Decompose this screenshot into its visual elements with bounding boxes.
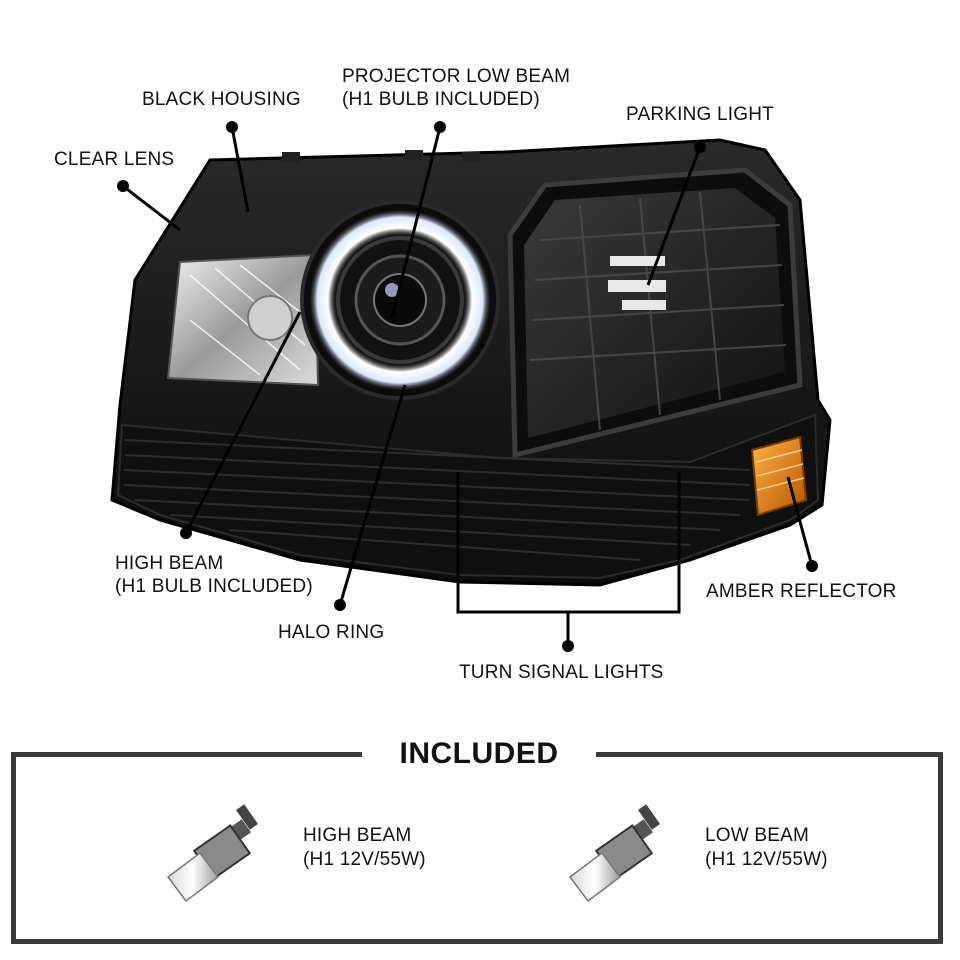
label-high-beam-line2: (H1 BULB INCLUDED): [115, 576, 313, 597]
included-title: INCLUDED: [362, 732, 596, 776]
included-item-high-beam: HIGH BEAM (H1 12V/55W): [303, 824, 426, 872]
label-projector-low-beam: PROJECTOR LOW BEAM (H1 BULB INCLUDED): [342, 65, 570, 111]
included-item-low-beam-spec: (H1 12V/55W): [705, 849, 828, 870]
included-item-high-beam-name: HIGH BEAM: [303, 825, 412, 846]
label-halo-ring: HALO RING: [278, 622, 385, 643]
callout-dots: [117, 121, 818, 652]
included-item-low-beam-name: LOW BEAM: [705, 825, 810, 846]
label-parking-light: PARKING LIGHT: [626, 104, 774, 125]
label-high-beam-line1: HIGH BEAM: [115, 553, 224, 574]
included-item-high-beam-spec: (H1 12V/55W): [303, 849, 426, 870]
bulb-icon-low: [568, 804, 660, 903]
label-turn-signal-lights: TURN SIGNAL LIGHTS: [459, 662, 664, 683]
projector-halo: [300, 200, 500, 400]
label-high-beam: HIGH BEAM (H1 BULB INCLUDED): [115, 552, 313, 598]
included-item-low-beam: LOW BEAM (H1 12V/55W): [705, 824, 828, 872]
parking-light: [507, 167, 803, 459]
bulb-icon-high: [166, 804, 258, 903]
label-black-housing: BLACK HOUSING: [142, 89, 301, 110]
label-projector-low-beam-line1: PROJECTOR LOW BEAM: [342, 66, 571, 87]
amber-reflector: [750, 435, 808, 517]
label-amber-reflector: AMBER REFLECTOR: [706, 581, 897, 602]
label-clear-lens: CLEAR LENS: [54, 149, 175, 170]
label-projector-low-beam-line2: (H1 BULB INCLUDED): [342, 89, 540, 110]
callout-lines: [122, 126, 814, 646]
